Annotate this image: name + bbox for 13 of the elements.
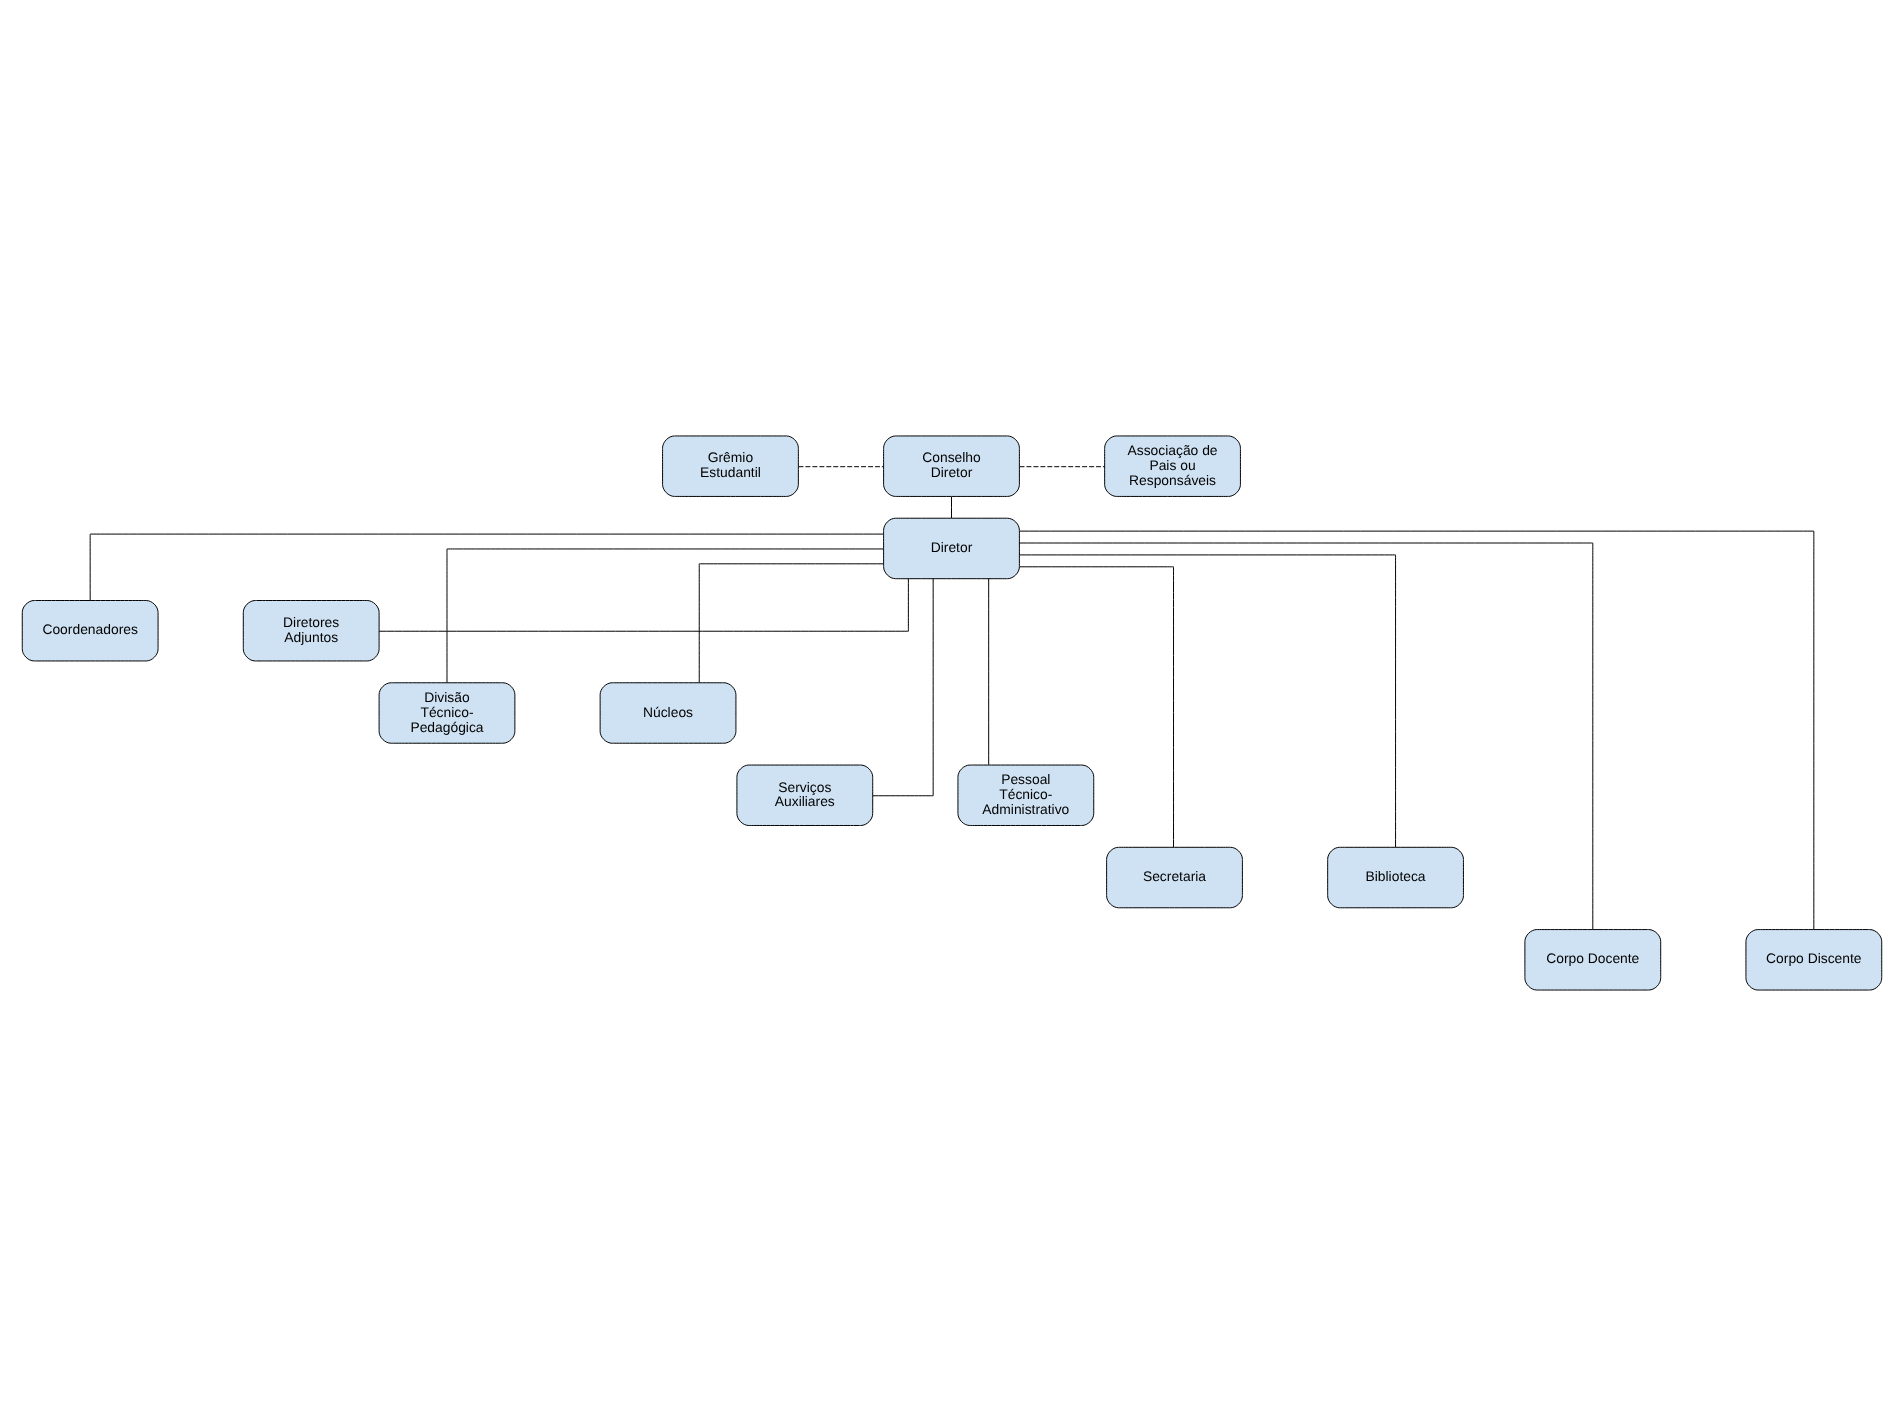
connector xyxy=(89,532,885,600)
connector xyxy=(1018,553,1397,847)
connector xyxy=(378,577,909,631)
connector xyxy=(698,562,885,682)
connector xyxy=(872,577,934,796)
connector xyxy=(951,495,952,518)
connector xyxy=(798,465,885,467)
connector xyxy=(1019,565,1175,847)
connector xyxy=(446,547,884,683)
connector xyxy=(1019,541,1594,929)
connector xyxy=(988,577,990,765)
connector xyxy=(1019,529,1815,929)
connector xyxy=(1019,465,1106,467)
